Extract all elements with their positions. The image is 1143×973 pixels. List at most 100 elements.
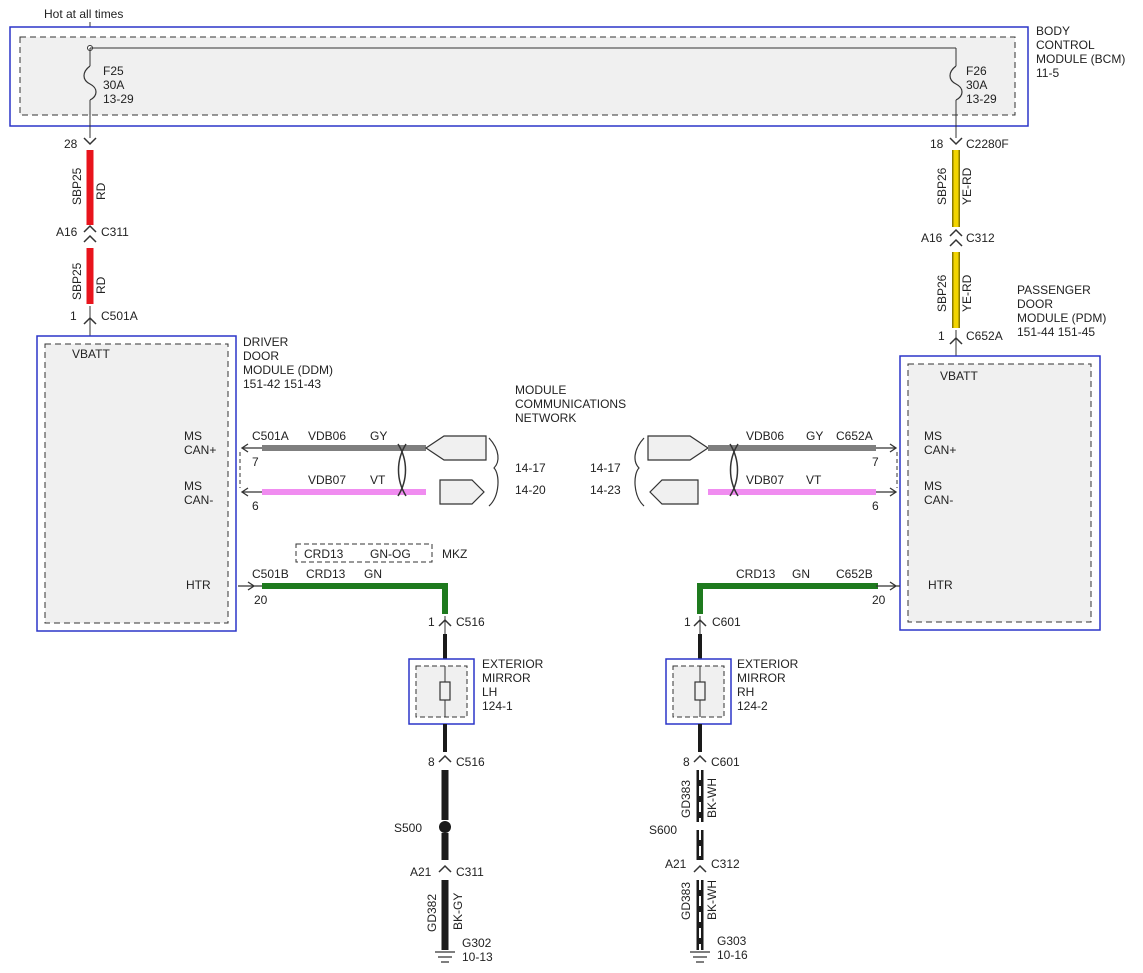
bcm-name-line-1: BODY xyxy=(1036,24,1070,38)
ground-g303-ref: 10-16 xyxy=(717,948,748,962)
mirror-lh-out-pin: 8 xyxy=(428,755,435,769)
mirror-rh-name-line-4: 124-2 xyxy=(737,699,768,713)
network-ref-left-top: 14-17 xyxy=(515,461,546,475)
mirror-rh-name-line-1: EXTERIOR xyxy=(737,657,799,671)
bcm-pin-18: 18 xyxy=(930,137,944,151)
bcm-name-line-4: 11-5 xyxy=(1036,66,1059,80)
ddm-can-plus-pin: 7 xyxy=(252,455,259,469)
wire-vdb07-left-circuit: VDB07 xyxy=(308,473,346,487)
splice-s500-label: S500 xyxy=(394,821,422,835)
pdm-htr-connector: C652B xyxy=(836,567,873,581)
wire-vdb06-right-circuit: VDB06 xyxy=(746,429,784,443)
ddm-can-connector: C501A xyxy=(252,429,289,443)
wire-gd383-upper-circuit: GD383 xyxy=(679,780,693,818)
mirror-rh-in-pin: 1 xyxy=(684,615,691,629)
mirror-lh-inline-pin: A21 xyxy=(410,865,432,879)
connector-c501a-label: C501A xyxy=(101,309,138,323)
mkz-note: MKZ xyxy=(442,547,467,561)
mirror-lh-out-connector: C516 xyxy=(456,755,485,769)
pdm-can-minus-pin: 6 xyxy=(872,499,879,513)
pdm-name-line-3: MODULE (PDM) xyxy=(1017,311,1106,325)
wire-sbp25-upper-color: RD xyxy=(94,182,108,200)
ddm-can-minus-arrow-icon xyxy=(240,487,262,497)
ddm-can-minus-pin: 6 xyxy=(252,499,259,513)
wire-vdb06-left-circuit: VDB06 xyxy=(308,429,346,443)
connector-c312-label: C312 xyxy=(966,231,995,245)
pdm-can-plus-line-1: MS xyxy=(924,429,942,443)
splice-s500-icon xyxy=(439,821,451,833)
connector-c652a-label: C652A xyxy=(966,329,1003,343)
connector-c311-bottom-icon xyxy=(83,234,97,243)
bcm-name-line-2: CONTROL xyxy=(1036,38,1095,52)
ground-g302-ref: 10-13 xyxy=(462,950,493,964)
pdm-can-minus-line-2: CAN- xyxy=(924,493,953,507)
connector-c312-lower-icon xyxy=(693,864,707,873)
pdm-htr-pin: 20 xyxy=(872,593,886,607)
wire-sbp26-lower-color: YE-RD xyxy=(960,274,974,312)
pdm-can-connector: C652A xyxy=(836,429,873,443)
ddm-can-plus-line-1: MS xyxy=(184,429,202,443)
ddm-can-plus-arrow-icon xyxy=(240,443,262,453)
connector-c516-out-icon xyxy=(438,754,452,763)
ddm-htr-arrow-icon xyxy=(238,581,262,591)
network-bracket-left xyxy=(488,437,499,507)
fuse-f25-icon xyxy=(83,65,97,101)
wire-sbp26-lower-circuit: SBP26 xyxy=(935,274,949,312)
wire-gd383-lower-circuit: GD383 xyxy=(679,882,693,920)
pdm-pin-1: 1 xyxy=(938,329,945,343)
wire-sbp25-upper-circuit: SBP25 xyxy=(70,167,84,205)
twisted-pair-right-icon xyxy=(729,443,739,497)
ddm-can-minus-line-1: MS xyxy=(184,479,202,493)
connector-c311-label: C311 xyxy=(101,225,129,239)
pdm-htr: HTR xyxy=(928,578,953,592)
connector-c2280f-icon xyxy=(949,137,963,146)
fuse-f26-icon xyxy=(949,65,963,101)
wire-sbp25-lower-circuit: SBP25 xyxy=(70,262,84,300)
connector-c312-bottom-icon xyxy=(949,238,963,247)
network-title-line-2: COMMUNICATIONS xyxy=(515,397,626,411)
connector-c601-out-icon xyxy=(693,754,707,763)
pdm-name-line-2: DOOR xyxy=(1017,297,1053,311)
ddm-name-line-4: 151-42 151-43 xyxy=(243,377,321,391)
pdm-can-minus-arrow-icon xyxy=(876,487,898,497)
fuse-f25-ref: 13-29 xyxy=(103,92,134,106)
wire-crd13-gn-left xyxy=(262,583,448,614)
ddm-vbatt: VBATT xyxy=(72,347,110,361)
wire-gd383-lower-color: BK-WH xyxy=(705,880,719,920)
fuse-f26-rating: 30A xyxy=(966,78,987,92)
splice-s600-label: S600 xyxy=(649,823,677,837)
mirror-rh-out-connector: C601 xyxy=(711,755,740,769)
network-bracket-right xyxy=(634,437,645,507)
pdm-can-plus-pin: 7 xyxy=(872,455,879,469)
mkz-alt-circuit: CRD13 xyxy=(304,547,344,561)
mirror-rh-inner xyxy=(672,665,725,718)
wire-crd13-right-circuit: CRD13 xyxy=(736,567,776,581)
wire-crd13-left-circuit: CRD13 xyxy=(306,567,346,581)
connector-bcm-pin28-icon xyxy=(83,137,97,146)
ddm-htr-pin: 20 xyxy=(254,593,268,607)
mirror-lh-name-line-1: EXTERIOR xyxy=(482,657,544,671)
ddm-name-line-2: DOOR xyxy=(243,349,279,363)
wire-sbp26-upper-circuit: SBP26 xyxy=(935,167,949,205)
wire-crd13-gn-right xyxy=(697,583,878,614)
pdm-name-line-4: 151-44 151-45 xyxy=(1017,325,1095,339)
network-arrow-right-top-icon xyxy=(647,435,710,461)
ddm-can-plus-line-2: CAN+ xyxy=(184,443,216,457)
connector-c311-top-icon xyxy=(83,224,97,233)
connector-a16-left: A16 xyxy=(56,225,78,239)
mirror-rh-in-connector: C601 xyxy=(712,615,741,629)
wire-vdb07-right-color: VT xyxy=(806,473,822,487)
network-arrow-right-bottom-icon xyxy=(649,479,699,505)
mkz-option-box xyxy=(295,543,433,563)
network-title-line-3: NETWORK xyxy=(515,411,576,425)
network-title-line-1: MODULE xyxy=(515,383,566,397)
mirror-lh-inner xyxy=(415,665,468,718)
network-ref-left-bottom: 14-20 xyxy=(515,483,546,497)
twisted-pair-left-icon xyxy=(397,443,407,497)
network-arrow-left-bottom-icon xyxy=(439,479,485,505)
ddm-htr: HTR xyxy=(186,578,211,592)
connector-c312-top-icon xyxy=(949,228,963,237)
connector-c311-lower-icon xyxy=(438,864,452,873)
mirror-lh-inline-connector: C311 xyxy=(456,865,484,879)
